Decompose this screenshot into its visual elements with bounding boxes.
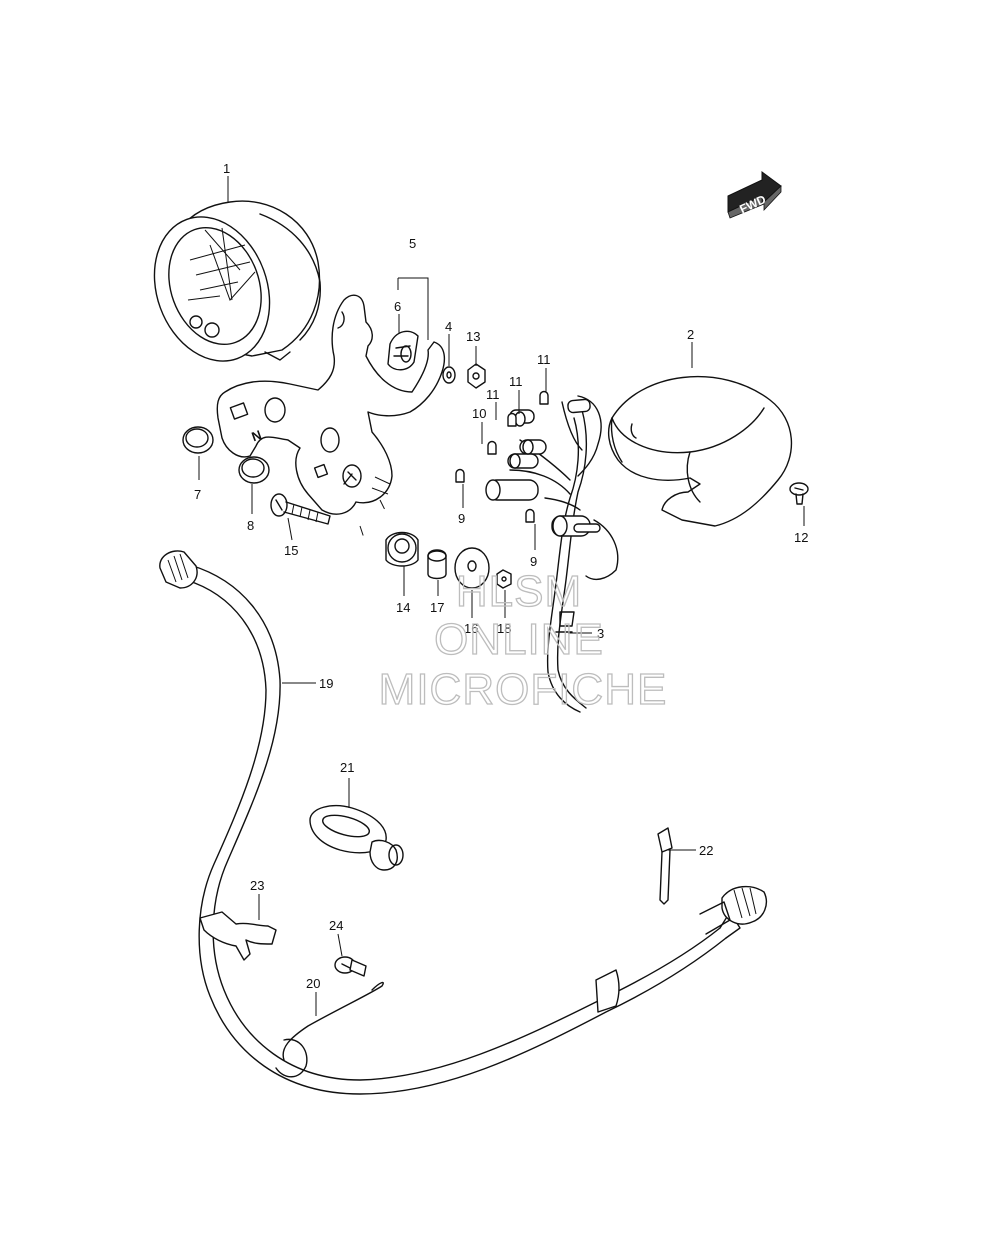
collar-part bbox=[427, 549, 447, 580]
screw-part-12 bbox=[789, 482, 809, 505]
leader-lines bbox=[198, 176, 805, 1016]
callout-10: 10 bbox=[472, 406, 486, 421]
washer-part-16 bbox=[454, 547, 490, 589]
watermark-line-3: MICROFICHE bbox=[379, 665, 668, 714]
clip-part bbox=[387, 330, 419, 371]
grommet-8 bbox=[238, 456, 270, 484]
callout-9-b: 9 bbox=[530, 554, 537, 569]
wire-clamp-20 bbox=[275, 981, 384, 1078]
callout-23: 23 bbox=[250, 878, 264, 893]
meter-cover bbox=[607, 375, 793, 527]
callout-11-c: 11 bbox=[537, 352, 551, 367]
bolt-part-24 bbox=[334, 956, 367, 977]
speedometer-gauge bbox=[153, 200, 322, 362]
callout-19: 19 bbox=[319, 676, 333, 691]
clamp-part-23 bbox=[199, 911, 277, 961]
callout-5: 5 bbox=[409, 236, 416, 251]
callout-24: 24 bbox=[329, 918, 343, 933]
callout-15: 15 bbox=[284, 543, 298, 558]
callout-2: 2 bbox=[687, 327, 694, 342]
watermark-line-1: HLSM bbox=[456, 567, 582, 616]
callout-6: 6 bbox=[394, 299, 401, 314]
speedometer-cable-19 bbox=[159, 550, 768, 1095]
callout-14: 14 bbox=[396, 600, 410, 615]
nut-part-18 bbox=[496, 569, 512, 589]
screw-part-15 bbox=[270, 493, 331, 525]
grommet-14 bbox=[385, 531, 419, 567]
fwd-arrow-icon: FWD bbox=[727, 171, 782, 219]
callout-4: 4 bbox=[445, 319, 452, 334]
callout-7: 7 bbox=[194, 487, 201, 502]
callout-16: 16 bbox=[464, 621, 478, 636]
grommet-7 bbox=[182, 426, 214, 454]
wiring-harness bbox=[485, 395, 619, 713]
callout-11-b: 11 bbox=[509, 374, 523, 389]
callout-11-a: 11 bbox=[486, 387, 500, 402]
callout-18: 18 bbox=[497, 621, 511, 636]
callout-9-a: 9 bbox=[458, 511, 465, 526]
callout-12: 12 bbox=[794, 530, 808, 545]
callout-3: 3 bbox=[597, 626, 604, 641]
meter-bracket: N bbox=[216, 294, 446, 515]
bulbs bbox=[455, 390, 549, 523]
cable-tie-22 bbox=[657, 827, 673, 905]
watermark: HLSM ONLINE MICROFICHE bbox=[378, 566, 668, 714]
nut-part bbox=[467, 363, 486, 389]
callout-1: 1 bbox=[223, 161, 230, 176]
callout-20: 20 bbox=[306, 976, 320, 991]
callout-8: 8 bbox=[247, 518, 254, 533]
callout-labels: 1 2 3 4 5 6 7 8 9 9 10 11 11 11 12 13 14… bbox=[194, 161, 808, 991]
callout-17: 17 bbox=[430, 600, 444, 615]
callout-22: 22 bbox=[699, 843, 713, 858]
callout-21: 21 bbox=[340, 760, 354, 775]
washer-part bbox=[442, 366, 456, 384]
callout-13: 13 bbox=[466, 329, 480, 344]
boot-part-21 bbox=[309, 804, 404, 871]
watermark-line-2: ONLINE bbox=[434, 615, 604, 664]
